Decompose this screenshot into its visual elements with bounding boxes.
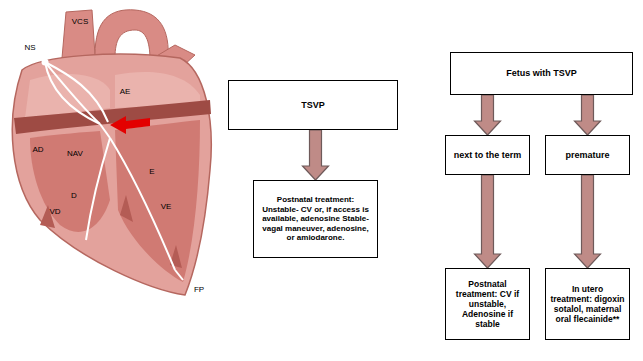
- box-text: Postnatal treatment: Unstable- CV or, if…: [258, 195, 373, 242]
- process-box: Postnatal treatment: Unstable- CV or, if…: [253, 180, 378, 258]
- part-label: VD: [49, 208, 60, 216]
- process-box: In utero treatment: digoxin sotalol, mat…: [545, 268, 630, 340]
- part-label: NS: [24, 44, 35, 52]
- box-text: In utero treatment: digoxin sotalol, mat…: [550, 284, 625, 324]
- part-label: E: [149, 168, 154, 176]
- part-label: VCS: [72, 18, 88, 26]
- block-arrow: [303, 130, 329, 180]
- papillary-muscles: [40, 195, 182, 268]
- box-text: Postnatal treatment: CV if unstable, Ade…: [450, 279, 525, 329]
- box-text: TSVP: [301, 100, 325, 111]
- conduction-paths: [45, 62, 183, 280]
- process-box: TSVP: [228, 80, 398, 130]
- box-text: Fetus with TSVP: [506, 68, 577, 79]
- part-label: AD: [32, 146, 43, 154]
- block-arrow: [575, 175, 601, 268]
- box-text: premature: [565, 150, 609, 161]
- part-label: NAV: [67, 150, 83, 158]
- aorta: [95, 10, 168, 60]
- vena-cava: [62, 10, 95, 58]
- process-box: Fetus with TSVP: [450, 52, 633, 95]
- sinus-node: [42, 59, 49, 66]
- process-box: next to the term: [445, 135, 530, 175]
- process-box: Postnatal treatment: CV if unstable, Ade…: [445, 268, 530, 340]
- red-arrow: [110, 116, 150, 134]
- part-label: D: [71, 192, 77, 200]
- left-ventricle: [115, 120, 200, 282]
- heart-outline: [12, 54, 211, 295]
- part-label: FP: [194, 286, 204, 294]
- block-arrow: [575, 95, 601, 135]
- part-label: AE: [120, 88, 131, 96]
- block-arrow: [475, 175, 501, 268]
- block-arrow: [475, 95, 501, 135]
- part-label: VE: [161, 203, 172, 211]
- process-box: premature: [545, 135, 630, 175]
- box-text: next to the term: [454, 150, 522, 161]
